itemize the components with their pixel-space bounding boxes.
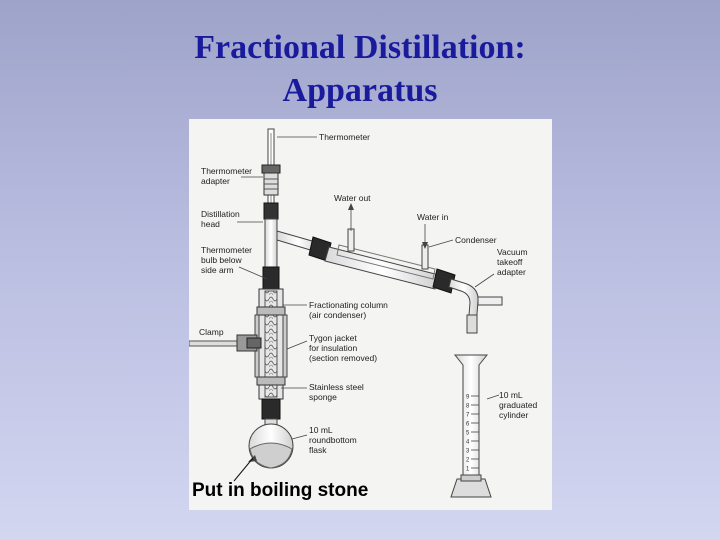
scale-number: 6 (466, 422, 470, 428)
label-vacuum-line-3: adapter (497, 267, 526, 277)
vacuum-takeoff-adapter (448, 278, 503, 334)
label-flask-line-1: 10 mL (309, 425, 333, 435)
scale-number: 3 (466, 449, 470, 455)
distillation-head (262, 218, 320, 290)
label-thermometer-adapter-line-1: Thermometer (201, 166, 252, 176)
clamp (189, 334, 262, 352)
scale-number: 8 (466, 404, 470, 410)
label-thermometer-adapter-line-2: adapter (201, 176, 230, 186)
label-sponge-line-1: Stainless steel (309, 382, 364, 392)
label-tygon-line-3: (section removed) (309, 353, 377, 363)
label-distillation-head-line-1: Distillation (201, 209, 240, 219)
thermometer-adapter (261, 164, 281, 220)
label-tygon-line-1: Tygon jacket (309, 333, 357, 343)
label-thermometer: Thermometer (319, 132, 370, 142)
label-bulb-line-3: side arm (201, 265, 234, 275)
label-water-out: Water out (334, 193, 371, 203)
water-out-nozzle (347, 228, 355, 252)
scale-number: 9 (466, 395, 470, 401)
steel-sponge (264, 290, 278, 398)
scale-number: 1 (466, 467, 470, 473)
caption-pointer (233, 457, 254, 482)
label-tygon-line-2: for insulation (309, 343, 357, 353)
label-water-in: Water in (417, 212, 449, 222)
label-distillation-head-line-2: head (201, 219, 220, 229)
label-vacuum-line-1: Vacuum (497, 247, 528, 257)
cylinder-scale: 9 8 7 6 5 4 3 2 1 (466, 395, 479, 473)
label-cylinder-line-1: 10 mL (499, 390, 523, 400)
label-column-line-2: (air condenser) (309, 310, 366, 320)
label-sponge-line-2: sponge (309, 392, 337, 402)
leader-lines (237, 136, 500, 440)
scale-number: 7 (466, 413, 470, 419)
slide-title: Fractional Distillation: Apparatus (0, 26, 720, 112)
label-vacuum-line-2: takeoff (497, 257, 523, 267)
label-bulb-line-1: Thermometer (201, 245, 252, 255)
scale-number: 5 (466, 431, 470, 437)
label-column-line-1: Fractionating column (309, 300, 388, 310)
scale-number: 2 (466, 458, 470, 464)
roundbottom-flask (248, 398, 294, 469)
label-condenser: Condenser (455, 235, 497, 245)
label-cylinder-line-2: graduated (499, 400, 538, 410)
boiling-stone-caption: Put in boiling stone (192, 480, 369, 501)
label-flask-line-3: flask (309, 445, 327, 455)
condenser (308, 228, 456, 294)
graduated-cylinder (450, 354, 492, 498)
label-bulb-line-2: bulb below (201, 255, 243, 265)
scale-number: 4 (466, 440, 470, 446)
label-flask-line-2: roundbottom (309, 435, 357, 445)
title-line-1: Fractional Distillation: (194, 29, 526, 66)
label-clamp: Clamp (199, 327, 224, 337)
label-cylinder-line-3: cylinder (499, 410, 528, 420)
title-line-2: Apparatus (282, 72, 438, 109)
